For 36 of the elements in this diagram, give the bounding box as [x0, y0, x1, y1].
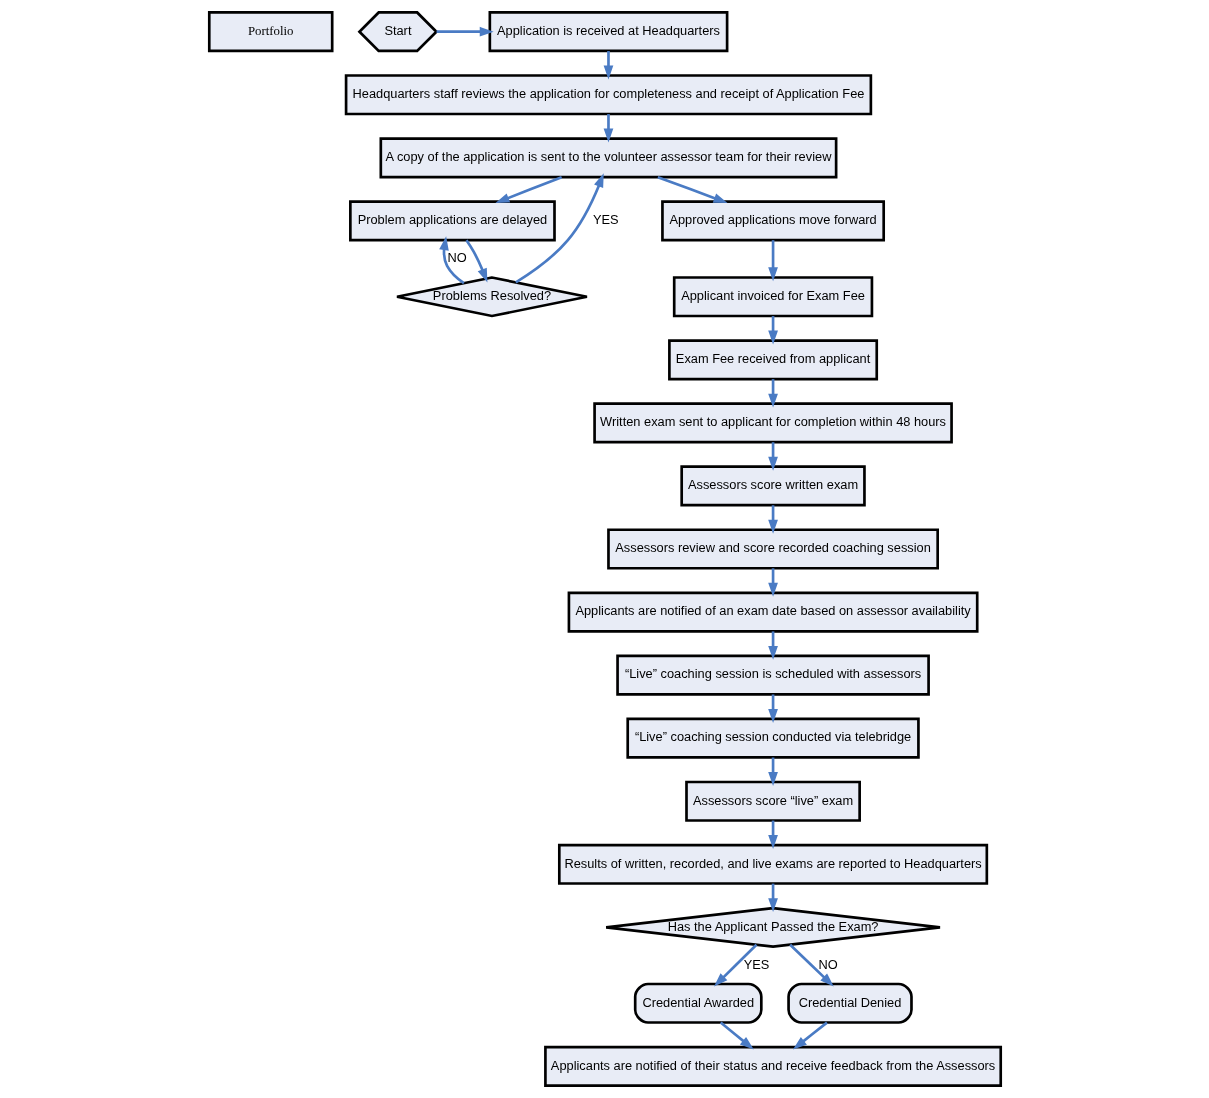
node-box: “Live” coaching session is scheduled with assessors [615, 654, 930, 696]
edge-label: YES [592, 212, 619, 228]
node-box: “Live” coaching session conducted via telebridge [625, 717, 920, 759]
edge-label: NO [818, 956, 838, 972]
node-box: Assessors review and score recorded coaching session [606, 528, 939, 570]
node-box: Applicants are notified of their status and receive feedback from the Assessors [543, 1045, 1002, 1087]
node-box: Credential Denied [786, 982, 913, 1024]
arrow [438, 236, 465, 285]
edge-label: NO [447, 250, 467, 266]
node-box: Applicant invoiced for Exam Fee [672, 276, 873, 318]
node-box: Credential Awarded [633, 982, 763, 1024]
node-box: Application is received at Headquarters [488, 11, 728, 53]
node-box: Exam Fee received from applicant [667, 339, 878, 381]
node-box: Approved applications move forward [660, 200, 885, 242]
arrow [792, 1021, 828, 1050]
arrow [719, 1021, 754, 1050]
node-diamond: Has the Applicant Passed the Exam? [604, 906, 941, 948]
node-diamond: Problems Resolved? [395, 276, 588, 318]
node-box: Assessors score written exam [679, 465, 866, 507]
arrow [603, 51, 613, 80]
node-box: Headquarters staff reviews the application for completeness and receipt of Application Fee [344, 74, 872, 116]
node-box: Written exam sent to applicant for completion within 48 hours [592, 402, 953, 444]
node-box: Results of written, recorded, and live exams are reported to Headquarters [557, 843, 988, 885]
node-box: A copy of the application is sent to the volunteer assessor team for their review [379, 137, 837, 179]
arrow [788, 943, 834, 987]
node-box: Applicants are notified of an exam date based on assessor availability [567, 591, 979, 633]
arrow [464, 239, 487, 283]
node-box: Assessors score “live” exam [684, 780, 861, 822]
arrow [436, 26, 494, 37]
arrow [713, 943, 757, 987]
edge-label: YES [743, 956, 769, 972]
arrow [767, 240, 778, 282]
arrow [603, 114, 613, 143]
node-box: Portfolio [207, 11, 334, 53]
node-box: Problem applications are delayed [348, 200, 556, 242]
arrow [514, 173, 604, 284]
